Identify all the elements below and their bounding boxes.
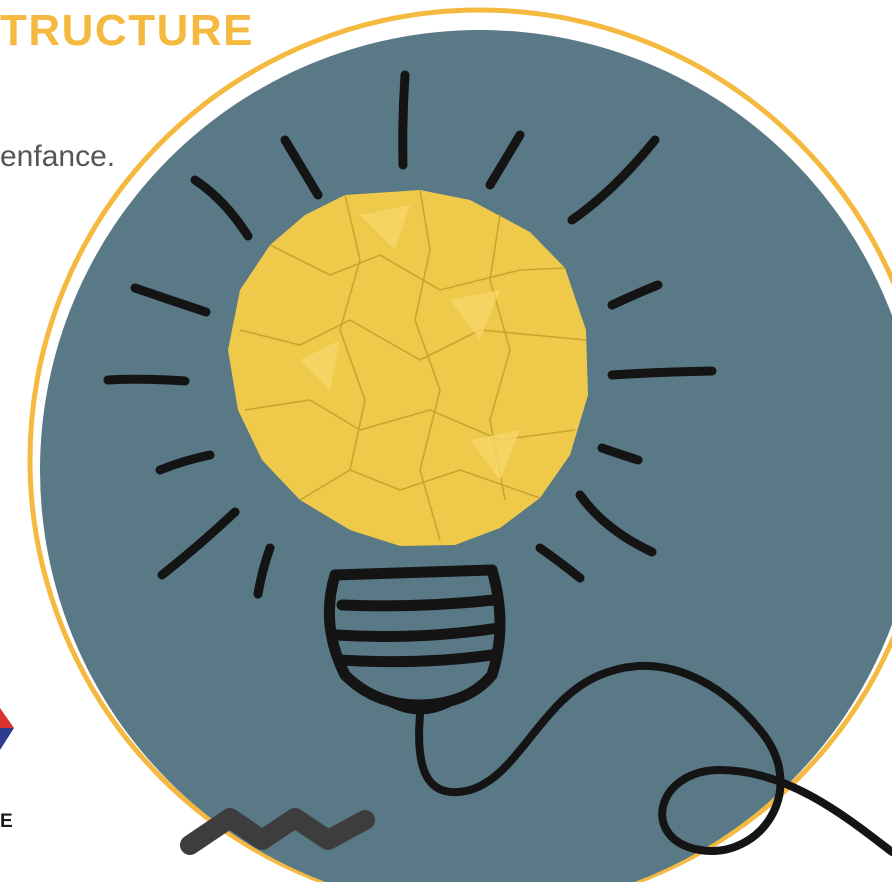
power-cord [415,662,892,856]
page-title: TRUCTURE [0,6,254,55]
body-text: enfance. [0,140,116,173]
bulb-base [323,564,506,715]
logo-text: E [0,811,13,832]
zigzag-icon [180,808,375,855]
circle-border [27,7,892,882]
paper-ball [228,189,588,546]
logo-icon [0,708,14,750]
light-rays [103,70,717,599]
